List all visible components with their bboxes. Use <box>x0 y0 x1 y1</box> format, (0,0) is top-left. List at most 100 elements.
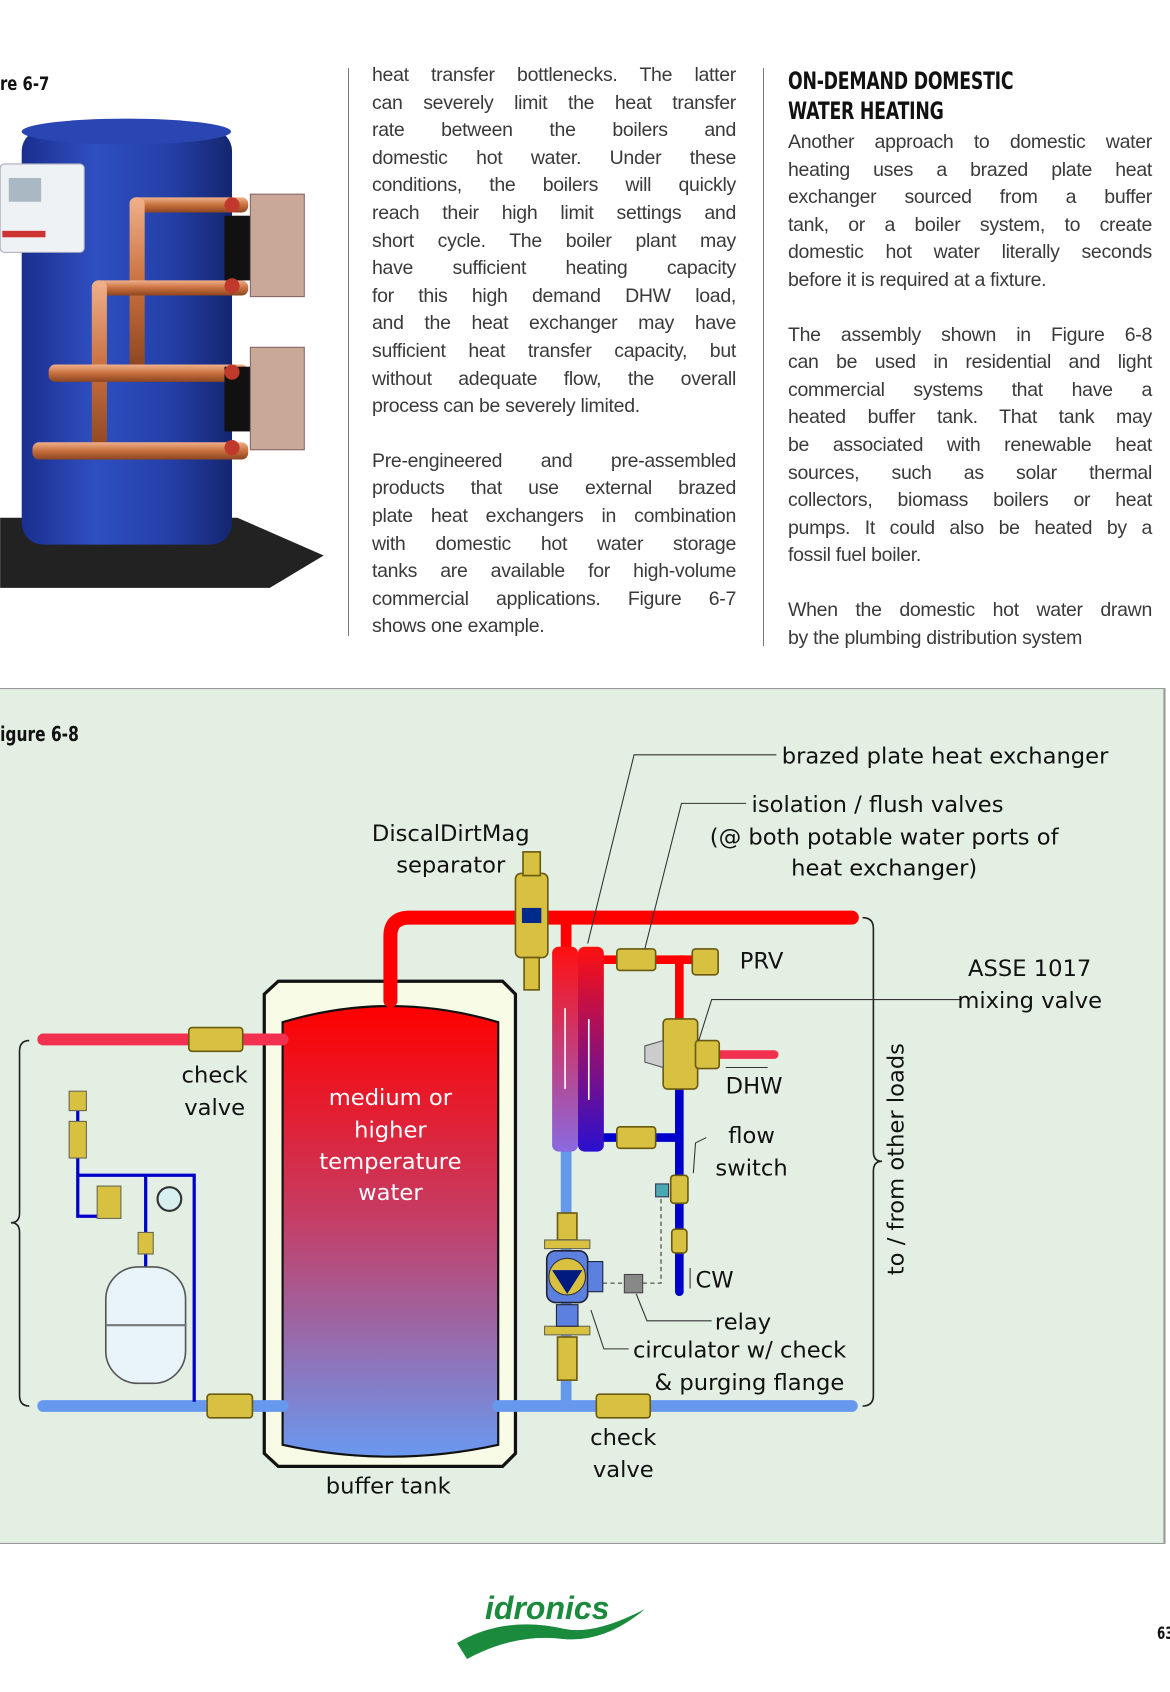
mixing-valve-knob <box>644 1039 664 1069</box>
body-column-2: ON-DEMAND DOMESTIC WATER HEATING Another… <box>788 66 1152 679</box>
paragraph: Another approach to domestic water heatin… <box>788 129 1152 295</box>
figure-6-8-label: igure 6-8 <box>0 722 79 746</box>
text-line: tanks are available for high-volume <box>372 560 736 583</box>
paragraph: When the domestic hot water drawn by the … <box>788 597 1152 652</box>
label-check-valve-left: valve <box>184 1095 245 1121</box>
label-check-valve-right: check <box>590 1425 657 1451</box>
label-dhw: DHW <box>726 1073 783 1099</box>
text-line: collectors, biomass boilers or heat <box>788 489 1152 512</box>
label-relay: relay <box>715 1309 771 1335</box>
label-brazed-plate-heat-exchanger: brazed plate heat exchanger <box>782 743 1109 769</box>
text-line: heated buffer tank. That tank may <box>788 406 1152 429</box>
text-line: can be used in residential and light <box>788 351 1152 374</box>
text-line: process can be severely limited. <box>372 395 640 418</box>
label-isolation-valves: isolation / flush valves <box>752 792 1004 818</box>
tank-label: temperature <box>319 1149 461 1175</box>
text-line: shows one example. <box>372 615 545 638</box>
text-line: The assembly shown in Figure 6-8 <box>788 323 1152 346</box>
text-line: heating uses a brazed plate heat <box>788 158 1152 181</box>
check-valve-right <box>595 1393 652 1419</box>
label-check-valve-left: check <box>182 1063 249 1089</box>
text-line: reach their high limit settings and <box>372 201 736 224</box>
text-line: fossil fuel boiler. <box>788 544 922 567</box>
text-line: short cycle. The boiler plant may <box>372 229 736 252</box>
label-separator: separator <box>396 852 506 878</box>
right-brace <box>862 916 883 1407</box>
heading-line: ON-DEMAND DOMESTIC <box>788 67 1014 95</box>
label-circulator: & purging flange <box>655 1370 845 1396</box>
drain-valve-left <box>206 1393 254 1419</box>
text-line: domestic hot water literally seconds <box>788 241 1152 264</box>
text-line: tank, or a boiler system, to create <box>788 213 1152 236</box>
text-line: without adequate flow, the overall <box>372 367 736 390</box>
text-line: be associated with renewable heat <box>788 433 1152 456</box>
figure-6-7-photo <box>0 118 324 588</box>
text-line: have sufficient heating capacity <box>372 257 736 280</box>
page-number: 63 <box>1157 1624 1170 1644</box>
pressure-gauge <box>156 1186 183 1212</box>
text-line: Pre-engineered and pre-assembled <box>372 449 736 472</box>
text-line: When the domestic hot water drawn <box>788 598 1152 621</box>
figure-6-8-diagram: igure 6-8 <box>0 688 1166 1544</box>
tank-label: medium or <box>329 1085 453 1111</box>
label-buffer-tank: buffer tank <box>326 1473 452 1499</box>
label-loads: to / from other loads <box>884 1043 910 1275</box>
text-line: and the heat exchanger may have <box>372 312 736 335</box>
text-line: by the plumbing distribution system <box>788 626 1083 649</box>
text-line: plate heat exchangers in combination <box>372 504 736 527</box>
label-check-valve-right: valve <box>593 1457 654 1483</box>
text-line: commercial systems that have a <box>788 378 1152 401</box>
text-line: before it is required at a fixture. <box>788 268 1047 291</box>
label-isolation-valves: heat exchanger) <box>791 856 977 882</box>
label-mixing-valve: mixing valve <box>957 988 1102 1014</box>
label-prv: PRV <box>740 948 784 974</box>
column-divider <box>348 68 349 636</box>
text-line: rate between the boilers and <box>372 119 736 142</box>
heading-line: WATER HEATING <box>788 97 944 125</box>
prv-valve <box>691 948 719 976</box>
label-separator: DiscalDirtMag <box>372 821 530 847</box>
relay-box <box>623 1273 644 1294</box>
buffer-tank-water <box>281 1005 500 1458</box>
pressure-reducing-valve-icon <box>96 1185 122 1219</box>
idronics-logo: idronics <box>457 1590 645 1659</box>
label-cw: CW <box>696 1267 734 1293</box>
paragraph: Pre-engineered and pre-assembled products… <box>372 448 736 641</box>
text-line: heat transfer bottlenecks. The latter <box>372 64 736 86</box>
isolation-valve-hot <box>615 948 657 972</box>
hx-potable-side <box>577 946 604 1152</box>
label-isolation-valves: (@ both potable water ports of <box>710 824 1060 850</box>
text-line: pumps. It could also be heated by a <box>788 516 1152 539</box>
figure-6-7-label: re 6-7 <box>0 73 50 95</box>
text-line: can severely limit the heat transfer <box>372 91 736 114</box>
expansion-line <box>77 1173 196 1402</box>
body-column-1: heat transfer bottlenecks. The latter can… <box>372 62 736 668</box>
check-valve-left <box>187 1026 244 1053</box>
separator-window <box>521 907 542 924</box>
section-heading: ON-DEMAND DOMESTIC WATER HEATING <box>788 66 1050 126</box>
label-circulator: circulator w/ check <box>633 1337 847 1363</box>
tank-label: water <box>358 1180 423 1206</box>
text-line: sources, such as solar thermal <box>788 461 1152 484</box>
text-line: with domestic hot water storage <box>372 532 736 555</box>
text-line: conditions, the boilers will quickly <box>372 174 736 197</box>
text-line: sufficient heat transfer capacity, but <box>372 339 736 362</box>
mixing-valve <box>662 1018 699 1090</box>
paragraph: heat transfer bottlenecks. The latter can… <box>372 62 736 421</box>
flow-switch <box>669 1174 689 1205</box>
flow-switch-sensor <box>655 1183 670 1198</box>
column-divider <box>763 68 764 646</box>
text-line: Another approach to domestic water <box>788 131 1152 153</box>
text-line: for this high demand DHW load, <box>372 284 736 307</box>
text-line: products that use external brazed <box>372 477 736 500</box>
backflow-preventer-icon <box>68 1120 87 1159</box>
text-line: commercial applications. Figure 6-7 <box>372 587 736 610</box>
hot-supply-pipe <box>383 910 859 1008</box>
label-flow-switch: flow <box>728 1123 775 1149</box>
text-line: exchanger sourced from a buffer <box>788 186 1152 209</box>
left-brace <box>10 1039 30 1407</box>
logo-text: idronics <box>485 1590 609 1626</box>
text-line: domestic hot water. Under these <box>372 146 736 169</box>
label-mixing-valve: ASSE 1017 <box>968 956 1091 982</box>
paragraph: The assembly shown in Figure 6-8 can be u… <box>788 322 1152 570</box>
